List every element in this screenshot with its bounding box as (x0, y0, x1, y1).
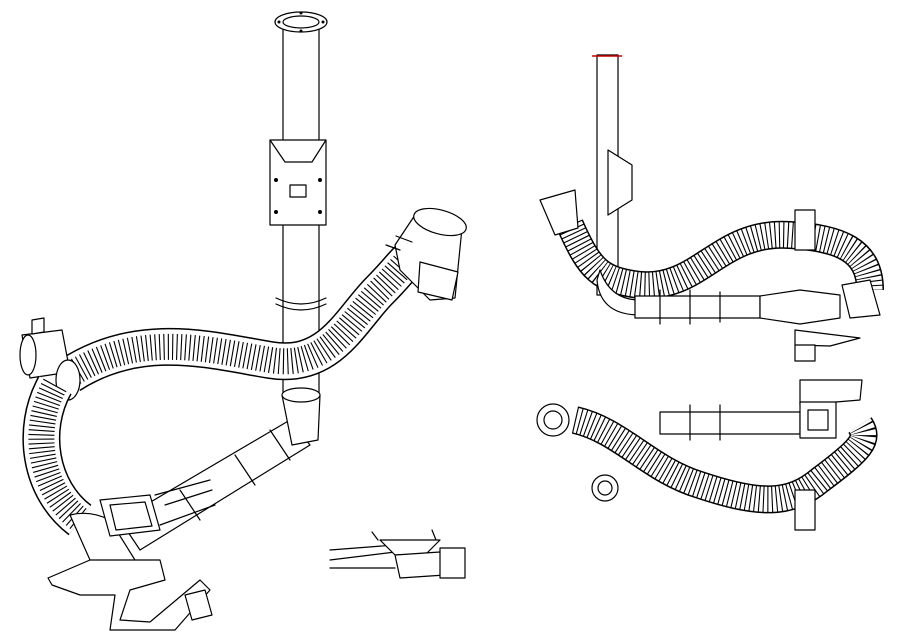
mounting-bracket (269, 139, 327, 226)
side-end-joint (841, 279, 881, 319)
top-wall-mount (794, 489, 816, 531)
extraction-hood (385, 207, 467, 301)
base-foot (47, 559, 213, 631)
side-joint (759, 289, 841, 325)
side-bracket (607, 149, 633, 216)
top-horizontal-pipe (659, 411, 801, 435)
side-pipe-clamps (659, 289, 721, 325)
top-joint-box (799, 401, 837, 439)
detail-outlet (439, 547, 466, 579)
top-flexible-hose (571, 406, 878, 514)
perspective-view (19, 11, 467, 631)
mast-clamp (275, 297, 327, 311)
side-hood (539, 189, 579, 236)
top-foot (799, 379, 863, 406)
top-hood (536, 403, 570, 437)
left-swivel-joint (19, 317, 81, 401)
side-wall-mount (794, 209, 816, 251)
upper-flexible-hose (59, 238, 425, 392)
detail-joint (394, 551, 446, 579)
lower-left-flexible-hose (22, 375, 93, 536)
top-mast-flange (591, 474, 619, 502)
detail-arm (329, 544, 396, 569)
side-foot (794, 329, 861, 347)
detail-view (329, 529, 466, 579)
side-handle (794, 344, 816, 362)
lower-arm-pipe (69, 387, 321, 566)
side-horizontal-pipe (634, 295, 761, 319)
side-view (539, 54, 884, 362)
top-view (536, 379, 878, 531)
top-pipe-clamps (689, 404, 721, 441)
